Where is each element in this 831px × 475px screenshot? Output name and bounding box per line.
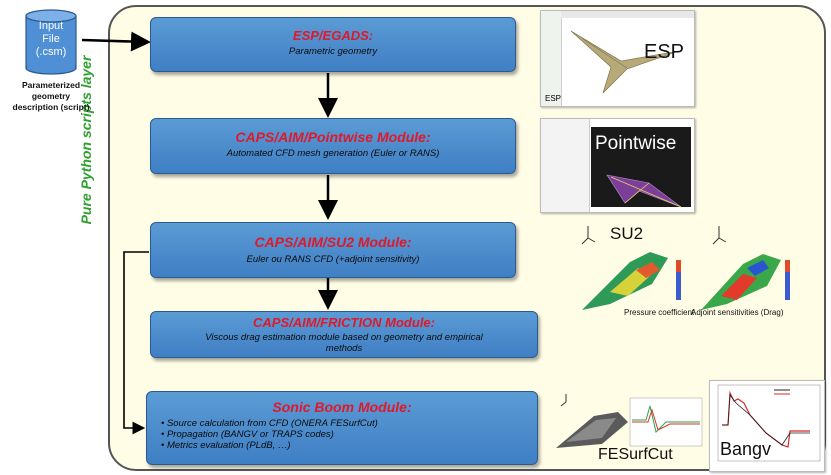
pressure-caption: Pressure coefficient xyxy=(624,308,695,317)
module-description-line-2: methods xyxy=(325,343,363,354)
module-title: CAPS/AIM/SU2 Module: xyxy=(254,234,412,250)
input-file-label: Input File (.csm) xyxy=(24,20,78,59)
bullet-text: Metrics evaluation (PLdB, …) xyxy=(166,440,291,451)
module-description: Euler ou RANS CFD (+adjoint sensitivity) xyxy=(246,254,420,265)
input-file-cylinder-icon xyxy=(25,9,77,75)
input-file-line-3: (.csm) xyxy=(35,46,67,58)
input-desc-line-2: geometry xyxy=(31,91,71,101)
su2-pressure-image: SU2 Pressure coefficient xyxy=(580,222,694,318)
bullet-text: Source calculation from CFD (ONERA FESur… xyxy=(166,418,378,429)
esp-screenshot: ESP ESP xyxy=(540,10,695,107)
input-desc-line-3: description (script) xyxy=(12,102,90,112)
bangv-label: Bangv xyxy=(720,439,772,459)
module-sonic-boom: Sonic Boom Module: • Source calculation … xyxy=(146,391,538,465)
arrow-input-to-esp xyxy=(81,31,151,52)
pointwise-mesh-icon xyxy=(606,174,682,208)
fesurfcut-image: FESurfCut xyxy=(546,392,704,470)
input-desc-line-1: Parameterized xyxy=(21,80,81,90)
bullet-item: • Metrics evaluation (PLdB, …) xyxy=(161,440,291,451)
module-bullets: • Source calculation from CFD (ONERA FES… xyxy=(161,418,537,451)
input-file-line-2: File xyxy=(42,33,60,45)
pointwise-label: Pointwise xyxy=(595,133,677,154)
module-friction: CAPS/AIM/FRICTION Module: Viscous drag e… xyxy=(150,311,538,358)
module-title: Sonic Boom Module: xyxy=(272,399,412,415)
input-description: Parameterized geometry description (scri… xyxy=(0,80,102,113)
input-file-line-1: Input xyxy=(38,20,64,32)
esp-label: ESP xyxy=(644,41,685,63)
module-pointwise: CAPS/AIM/Pointwise Module: Automated CFD… xyxy=(150,118,516,174)
bangv-signature-icon xyxy=(717,384,821,462)
adjoint-caption: Adjoint sensitivities (Drag) xyxy=(691,308,784,317)
esp-aircraft-icon: ESP xyxy=(545,30,680,103)
bullet-item: • Propagation (BANGV or TRAPS codes) xyxy=(161,429,334,440)
module-su2: CAPS/AIM/SU2 Module: Euler ou RANS CFD (… xyxy=(150,222,516,278)
module-description-line-1: Viscous drag estimation module based on … xyxy=(205,332,483,343)
svg-text:ESP: ESP xyxy=(545,94,561,103)
bangv-plot: Bangv xyxy=(709,380,825,472)
module-description: Automated CFD mesh generation (Euler or … xyxy=(226,148,440,159)
bullet-text: Propagation (BANGV or TRAPS codes) xyxy=(166,429,334,440)
su2-adjoint-plot-icon xyxy=(701,226,790,310)
su2-adjoint-image: Adjoint sensitivities (Drag) xyxy=(691,222,797,318)
pointwise-screenshot: Pointwise xyxy=(540,118,695,213)
su2-pressure-plot-icon xyxy=(581,226,681,310)
module-title: ESP/EGADS: xyxy=(292,28,374,43)
arrow-su2-to-sonic-boom xyxy=(123,251,149,435)
module-esp-egads: ESP/EGADS: Parametric geometry xyxy=(150,17,516,72)
bullet-item: • Source calculation from CFD (ONERA FES… xyxy=(161,418,378,429)
module-title: CAPS/AIM/Pointwise Module: xyxy=(235,129,431,145)
module-title: CAPS/AIM/FRICTION Module: xyxy=(253,315,435,330)
fesurfcut-label: FESurfCut xyxy=(598,446,673,463)
fesurfcut-plot-icon xyxy=(556,394,703,448)
su2-label: SU2 xyxy=(610,224,644,243)
module-description: Parametric geometry xyxy=(288,46,378,57)
